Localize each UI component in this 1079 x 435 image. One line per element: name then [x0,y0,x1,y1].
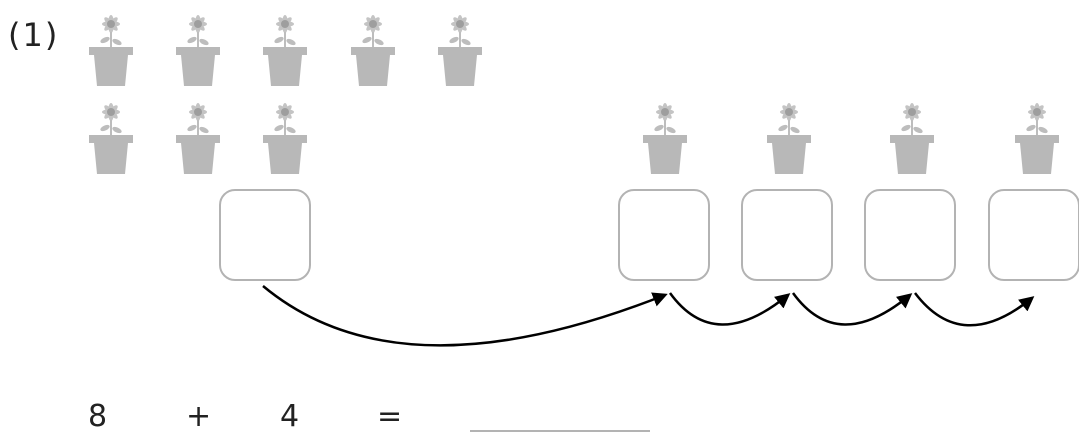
jump-arrow [262,285,668,347]
addend-a: 8 [88,399,108,434]
plus-sign: + [186,399,212,434]
start-number-box[interactable] [219,189,311,281]
step-arrow-3 [914,292,1035,327]
count-box-4[interactable] [988,189,1079,281]
count-box-2[interactable] [741,189,833,281]
equals-sign: = [377,399,403,434]
answer-blank[interactable] [470,430,650,432]
addend-b: 4 [280,399,300,434]
step-arrow-2 [791,292,913,326]
step-arrow-1 [668,292,791,326]
count-box-3[interactable] [864,189,956,281]
count-box-1[interactable] [618,189,710,281]
problem-number: (1) [8,16,60,54]
